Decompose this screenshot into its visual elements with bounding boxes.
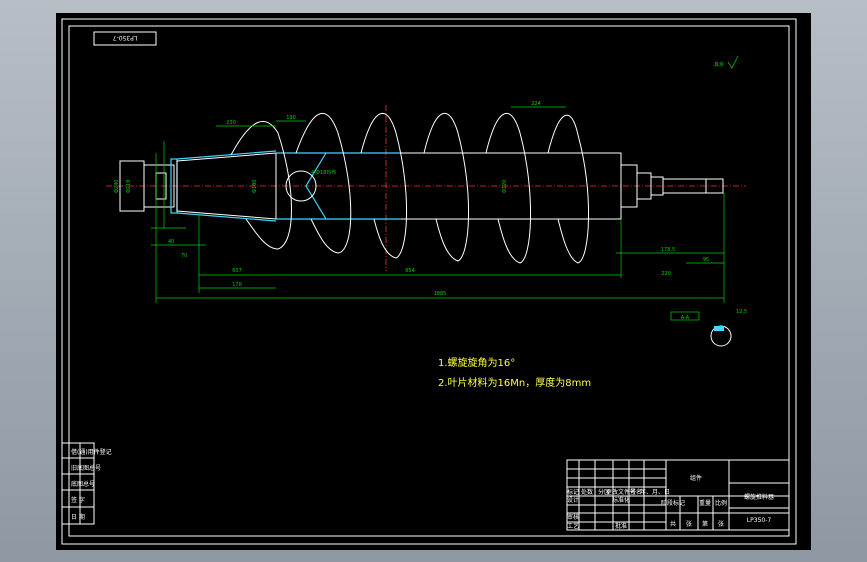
code-box	[93, 31, 157, 46]
tb-process: 工艺	[567, 522, 579, 530]
dim-657: 657	[232, 268, 242, 274]
cad-drawing: LP350-7 其余	[61, 18, 797, 545]
section-label: A-A	[681, 315, 690, 321]
note-2: 2.叶片材料为16Mn，厚度为8mm	[438, 376, 591, 389]
note-1: 1.螺旋旋角为16°	[438, 356, 515, 369]
side-block-4: 签 字	[71, 496, 85, 504]
corner-note: 其余	[714, 61, 724, 68]
part-label: 组件	[690, 474, 702, 482]
tb-standard: 标准化	[612, 496, 630, 504]
roughness-symbol	[727, 55, 739, 69]
keyway-dim: 12.5	[736, 309, 747, 315]
drawing-number: LP350-7	[747, 517, 772, 524]
drawing-canvas[interactable]: LP350-7 其余	[56, 13, 811, 550]
drum-inner-v	[305, 152, 327, 220]
side-block-2: 旧底图总号	[71, 464, 101, 472]
side-block-1: 借(通)用件登记	[71, 448, 112, 456]
tb-sheet: 张	[718, 520, 724, 528]
tb-total: 共	[670, 520, 676, 528]
dim-230: 230	[226, 120, 236, 126]
side-block-5: 日 期	[71, 513, 85, 521]
dim-40: 40	[168, 239, 174, 245]
dim-dia-120: Φ120	[502, 180, 508, 193]
screw-flights	[230, 113, 589, 264]
cone-weld-bottom	[176, 212, 277, 222]
dim-220: 220	[661, 271, 671, 277]
inspection-hole	[285, 170, 317, 202]
dim-dia-240: Φ240	[114, 180, 120, 193]
dim-190: 190	[286, 115, 296, 121]
dim-170: 170	[232, 282, 242, 288]
outer-border	[61, 18, 797, 545]
tb-row1-1: 处数	[581, 488, 593, 496]
right-shaft	[662, 178, 724, 194]
tb-approve: 批准	[615, 522, 627, 530]
side-block-3: 底图总号	[71, 480, 95, 488]
side-block	[61, 442, 95, 525]
part-name: 螺旋推料器	[744, 493, 774, 501]
tb-row1-0: 标记	[567, 488, 579, 496]
dim-95: 95	[703, 257, 709, 263]
cone-weld-top	[176, 150, 277, 160]
dim-overall: 1885	[434, 291, 447, 297]
dim-224: 224	[531, 101, 541, 107]
title-block-grid	[566, 459, 790, 531]
dim-dia-219: Φ219	[126, 180, 132, 193]
tb-row1-5: 年、月、日	[640, 488, 670, 496]
dim-654: 654	[405, 268, 415, 274]
section-label-box	[670, 311, 700, 321]
tb-weight: 重量	[699, 499, 711, 507]
inner-border	[68, 25, 790, 537]
dim-178: 178.5	[661, 247, 675, 253]
tb-row1-2: 分区	[598, 488, 610, 496]
tb-stage: 阶段标记	[661, 499, 685, 507]
tb-scale: 比例	[715, 499, 727, 507]
dim-70: 70	[181, 253, 187, 259]
hole-note: 4-Φ18均布	[311, 169, 336, 176]
dimension-lines	[151, 106, 725, 303]
left-flange	[143, 164, 175, 208]
tb-row1-4: 签名	[630, 488, 642, 496]
tb-sheets: 张	[686, 520, 692, 528]
tb-row1-3: 更改文件号	[606, 488, 636, 496]
tb-sheet-no: 第	[702, 520, 708, 528]
tb-design: 设计	[567, 496, 579, 504]
dim-dia-180: Φ180	[252, 180, 258, 193]
code-box-text: LP350-7	[113, 34, 138, 41]
tb-review: 审核	[567, 513, 579, 521]
section-keyway	[714, 326, 724, 331]
